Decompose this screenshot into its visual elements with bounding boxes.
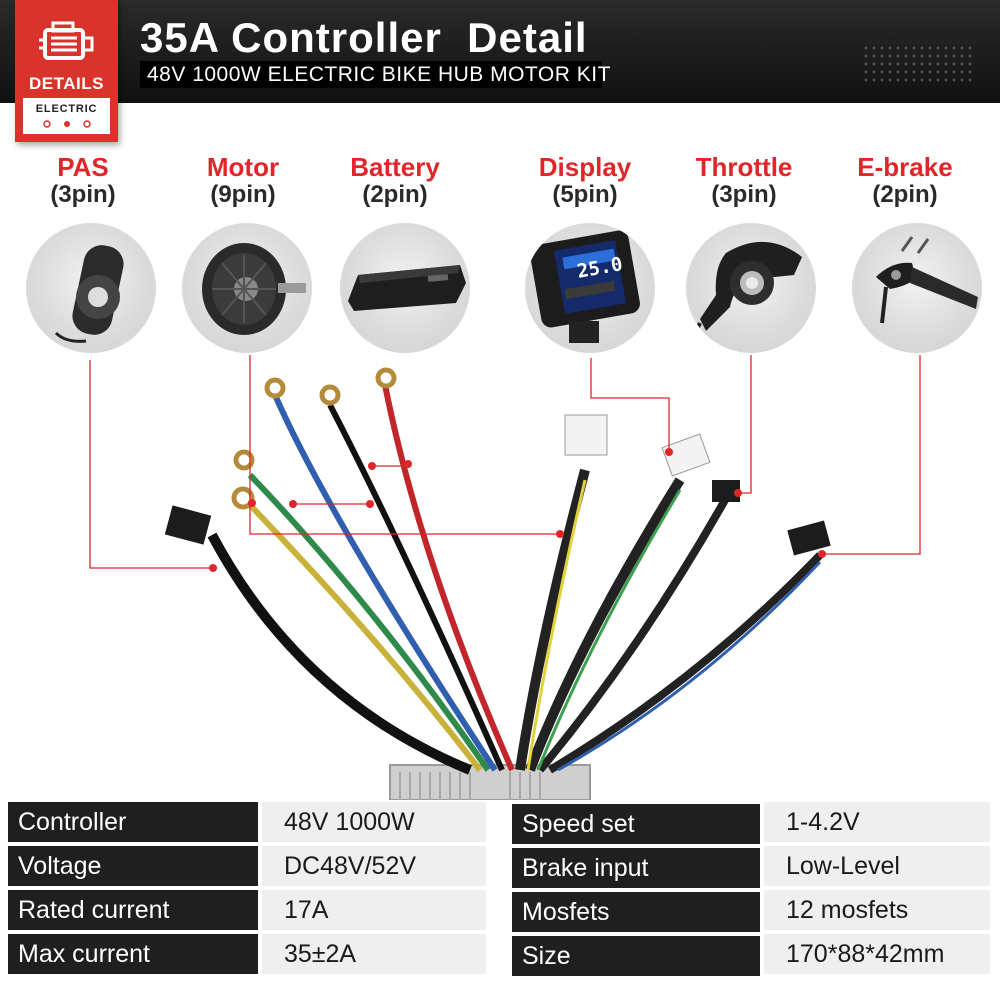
motor-circle (182, 223, 312, 353)
spec-value-size: 170*88*42mm (764, 934, 990, 974)
component-name-motor: Motor (206, 152, 280, 182)
hub-motor-icon (202, 243, 306, 335)
pas-sensor-icon (54, 245, 124, 343)
subtitle-bar (140, 61, 602, 88)
battery-circle (340, 223, 470, 353)
header-dot-pattern (862, 44, 972, 84)
e-brake-circle (852, 223, 982, 353)
details-badge: DETAILS ELECTRIC (15, 0, 118, 142)
controller-body (389, 764, 591, 800)
engine-icon (39, 21, 94, 60)
spec-label-controller: Controller (8, 802, 258, 842)
component-name-display: Display (538, 152, 632, 182)
component-name-pas: PAS (57, 152, 109, 182)
spec-value-controller: 48V 1000W (262, 802, 486, 842)
spec-value-max-current: 35±2A (262, 934, 486, 974)
spec-value-rated-current: 17A (262, 890, 486, 930)
controller-wiring-illustration (89, 355, 921, 800)
spec-label-speed-set: Speed set (512, 804, 760, 844)
component-name-battery: Battery (350, 152, 440, 182)
spec-value-voltage: DC48V/52V (262, 846, 486, 886)
component-pins-battery: (2pin) (362, 181, 428, 208)
spec-value-speed-set: 1-4.2V (764, 802, 990, 842)
spec-value-mosfets: 12 mosfets (764, 890, 990, 930)
component-name-e-brake: E-brake (857, 152, 953, 182)
spec-label-max-current: Max current (8, 934, 258, 974)
badge-dots (43, 120, 91, 128)
component-pins-motor: (9pin) (210, 181, 276, 208)
spec-value-brake-input: Low-Level (764, 846, 990, 886)
spec-label-voltage: Voltage (8, 846, 258, 886)
pas-connector (164, 505, 212, 545)
component-pins-display: (5pin) (552, 181, 618, 208)
component-name-throttle: Throttle (695, 152, 793, 182)
brake-lever-icon (876, 236, 978, 324)
badge-label: DETAILS (29, 74, 104, 93)
page-title: 35A Controller Detail (140, 14, 588, 61)
pas-circle (26, 223, 156, 353)
component-pins-e-brake: (2pin) (872, 181, 938, 208)
e-brake-connector (787, 520, 831, 556)
display-icon (530, 230, 640, 343)
spec-label-size: Size (512, 936, 760, 976)
spec-label-brake-input: Brake input (512, 848, 760, 888)
badge-sub-bar (23, 98, 110, 134)
battery-icon (348, 265, 466, 311)
component-pins-pas: (3pin) (50, 181, 116, 208)
badge-sub-label: ELECTRIC (35, 103, 98, 115)
display-circle: 25.0 (525, 223, 655, 353)
spec-label-mosfets: Mosfets (512, 892, 760, 932)
throttle-connector (661, 433, 711, 477)
display-connector (564, 414, 608, 456)
brake-connector-small (712, 480, 740, 502)
page-subtitle: 48V 1000W ELECTRIC BIKE HUB MOTOR KIT (147, 63, 611, 86)
component-pins-throttle: (3pin) (711, 181, 777, 208)
spec-label-rated-current: Rated current (8, 890, 258, 930)
throttle-circle (686, 223, 816, 353)
